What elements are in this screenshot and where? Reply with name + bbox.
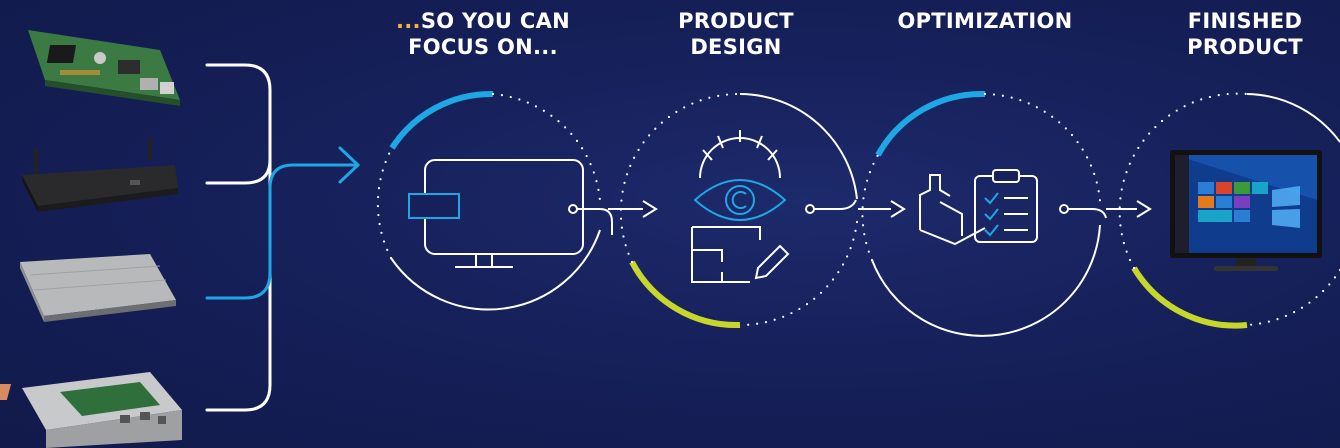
connector-1-2: [568, 200, 658, 235]
heading-focus-on-line-1-text: SO YOU CAN: [420, 9, 571, 33]
heading-optimization: OPTIMIZATION: [880, 8, 1090, 34]
motherboard-icon: [28, 30, 180, 106]
heading-product-design-line-1: PRODUCT: [678, 9, 794, 33]
connector-3-4: [1059, 200, 1152, 219]
heading-optimization-line-1: OPTIMIZATION: [897, 9, 1073, 33]
stage-circle-optimization: [861, 90, 1102, 337]
factory-checklist-icon: [919, 169, 1038, 246]
heading-focus-on-line-2: FOCUS ON...: [408, 35, 558, 59]
stage-circle-product-design: [619, 92, 859, 329]
heading-focus-on: ...SO YOU CAN FOCUS ON...: [378, 8, 588, 60]
connector-2-3: [805, 199, 906, 218]
stage-circle-finished-product: [1118, 92, 1340, 329]
windows-monitor-icon: [1170, 150, 1322, 271]
bracket-connectors: [205, 63, 361, 412]
heading-finished-product-line-2: PRODUCT: [1187, 35, 1303, 59]
compute-module-icon: [20, 254, 176, 322]
monitor-window-icon: [408, 159, 584, 268]
heading-finished-product-line-1: FINISHED: [1187, 9, 1303, 33]
heading-finished-product: FINISHED PRODUCT: [1160, 8, 1330, 60]
heading-product-design: PRODUCT DESIGN: [646, 8, 826, 60]
mini-pc-box-icon: [22, 138, 178, 212]
gear-eye-blueprint-icon: [691, 130, 790, 283]
heading-accent-ellipsis: ...: [395, 9, 421, 33]
heading-product-design-line-2: DESIGN: [690, 35, 782, 59]
stage-circle-focus: [376, 90, 602, 311]
embedded-board-chassis-icon: [0, 372, 182, 448]
heading-focus-on-line-1: ...SO YOU CAN: [396, 8, 570, 34]
